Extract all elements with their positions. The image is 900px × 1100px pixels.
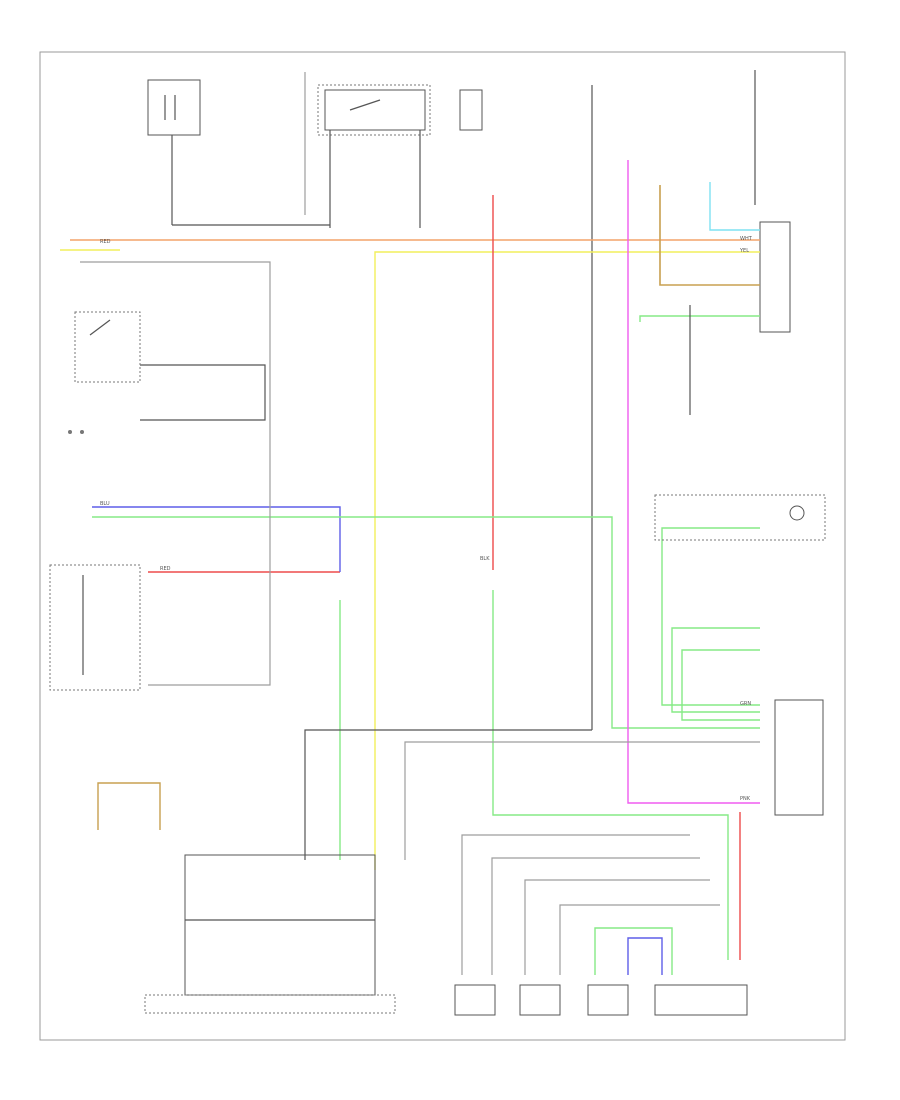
label-wire-grn: GRN (740, 701, 751, 707)
wire-grey-bottom-4 (559, 904, 720, 975)
wire-green-right-inner (671, 627, 760, 713)
switch-left-top (74, 311, 141, 383)
label-wire-blu: BLU (100, 501, 110, 507)
wire-grey-bottom-2 (491, 857, 700, 975)
wire-grey-bottom-3 (524, 879, 710, 975)
wire-green-main (92, 516, 760, 729)
wire-green-center (492, 590, 729, 960)
wire-green-right-mid (661, 527, 760, 706)
wire-green-right-top (639, 315, 760, 322)
wire-pink (627, 160, 760, 804)
wire-cyan (709, 182, 760, 231)
label-wire-wht: WHT (740, 236, 753, 242)
wire-black-left-box (80, 261, 271, 686)
wire-blue-bottom (627, 937, 663, 975)
wire-green-bottom (594, 927, 673, 975)
relay-top-center (304, 72, 431, 228)
component-bottom-left (144, 854, 396, 1014)
connector-right-top (759, 221, 791, 333)
label-wire-yel: YEL (739, 248, 749, 254)
wire-tan-bottom (97, 782, 161, 830)
wire-green-right-inner2 (681, 649, 760, 721)
bulb-right (654, 494, 826, 541)
wire-blue (92, 506, 341, 572)
wire-yellow-horiz (374, 251, 760, 870)
label-wire-blk: BLK (480, 556, 490, 562)
wire-tan (659, 185, 760, 286)
label-wire-pnk: PNK (740, 796, 751, 802)
switch-left-mid (68, 430, 84, 434)
fuse-block-top-left (147, 79, 201, 136)
wire-black-left-short (140, 364, 266, 421)
fuse-top-center-right (459, 89, 483, 131)
label-wire-red: RED (100, 239, 111, 245)
wire-black-center-bottom (304, 729, 592, 860)
component-left-lower (49, 564, 141, 691)
connectors-bottom (454, 984, 748, 1016)
diagram-frame (39, 51, 846, 1041)
wire-grey-bottom-1 (461, 834, 690, 975)
label-wire-red-left: RED (160, 566, 171, 572)
connector-right-mid (774, 699, 824, 816)
wire-grey-center-bottom (404, 741, 760, 860)
